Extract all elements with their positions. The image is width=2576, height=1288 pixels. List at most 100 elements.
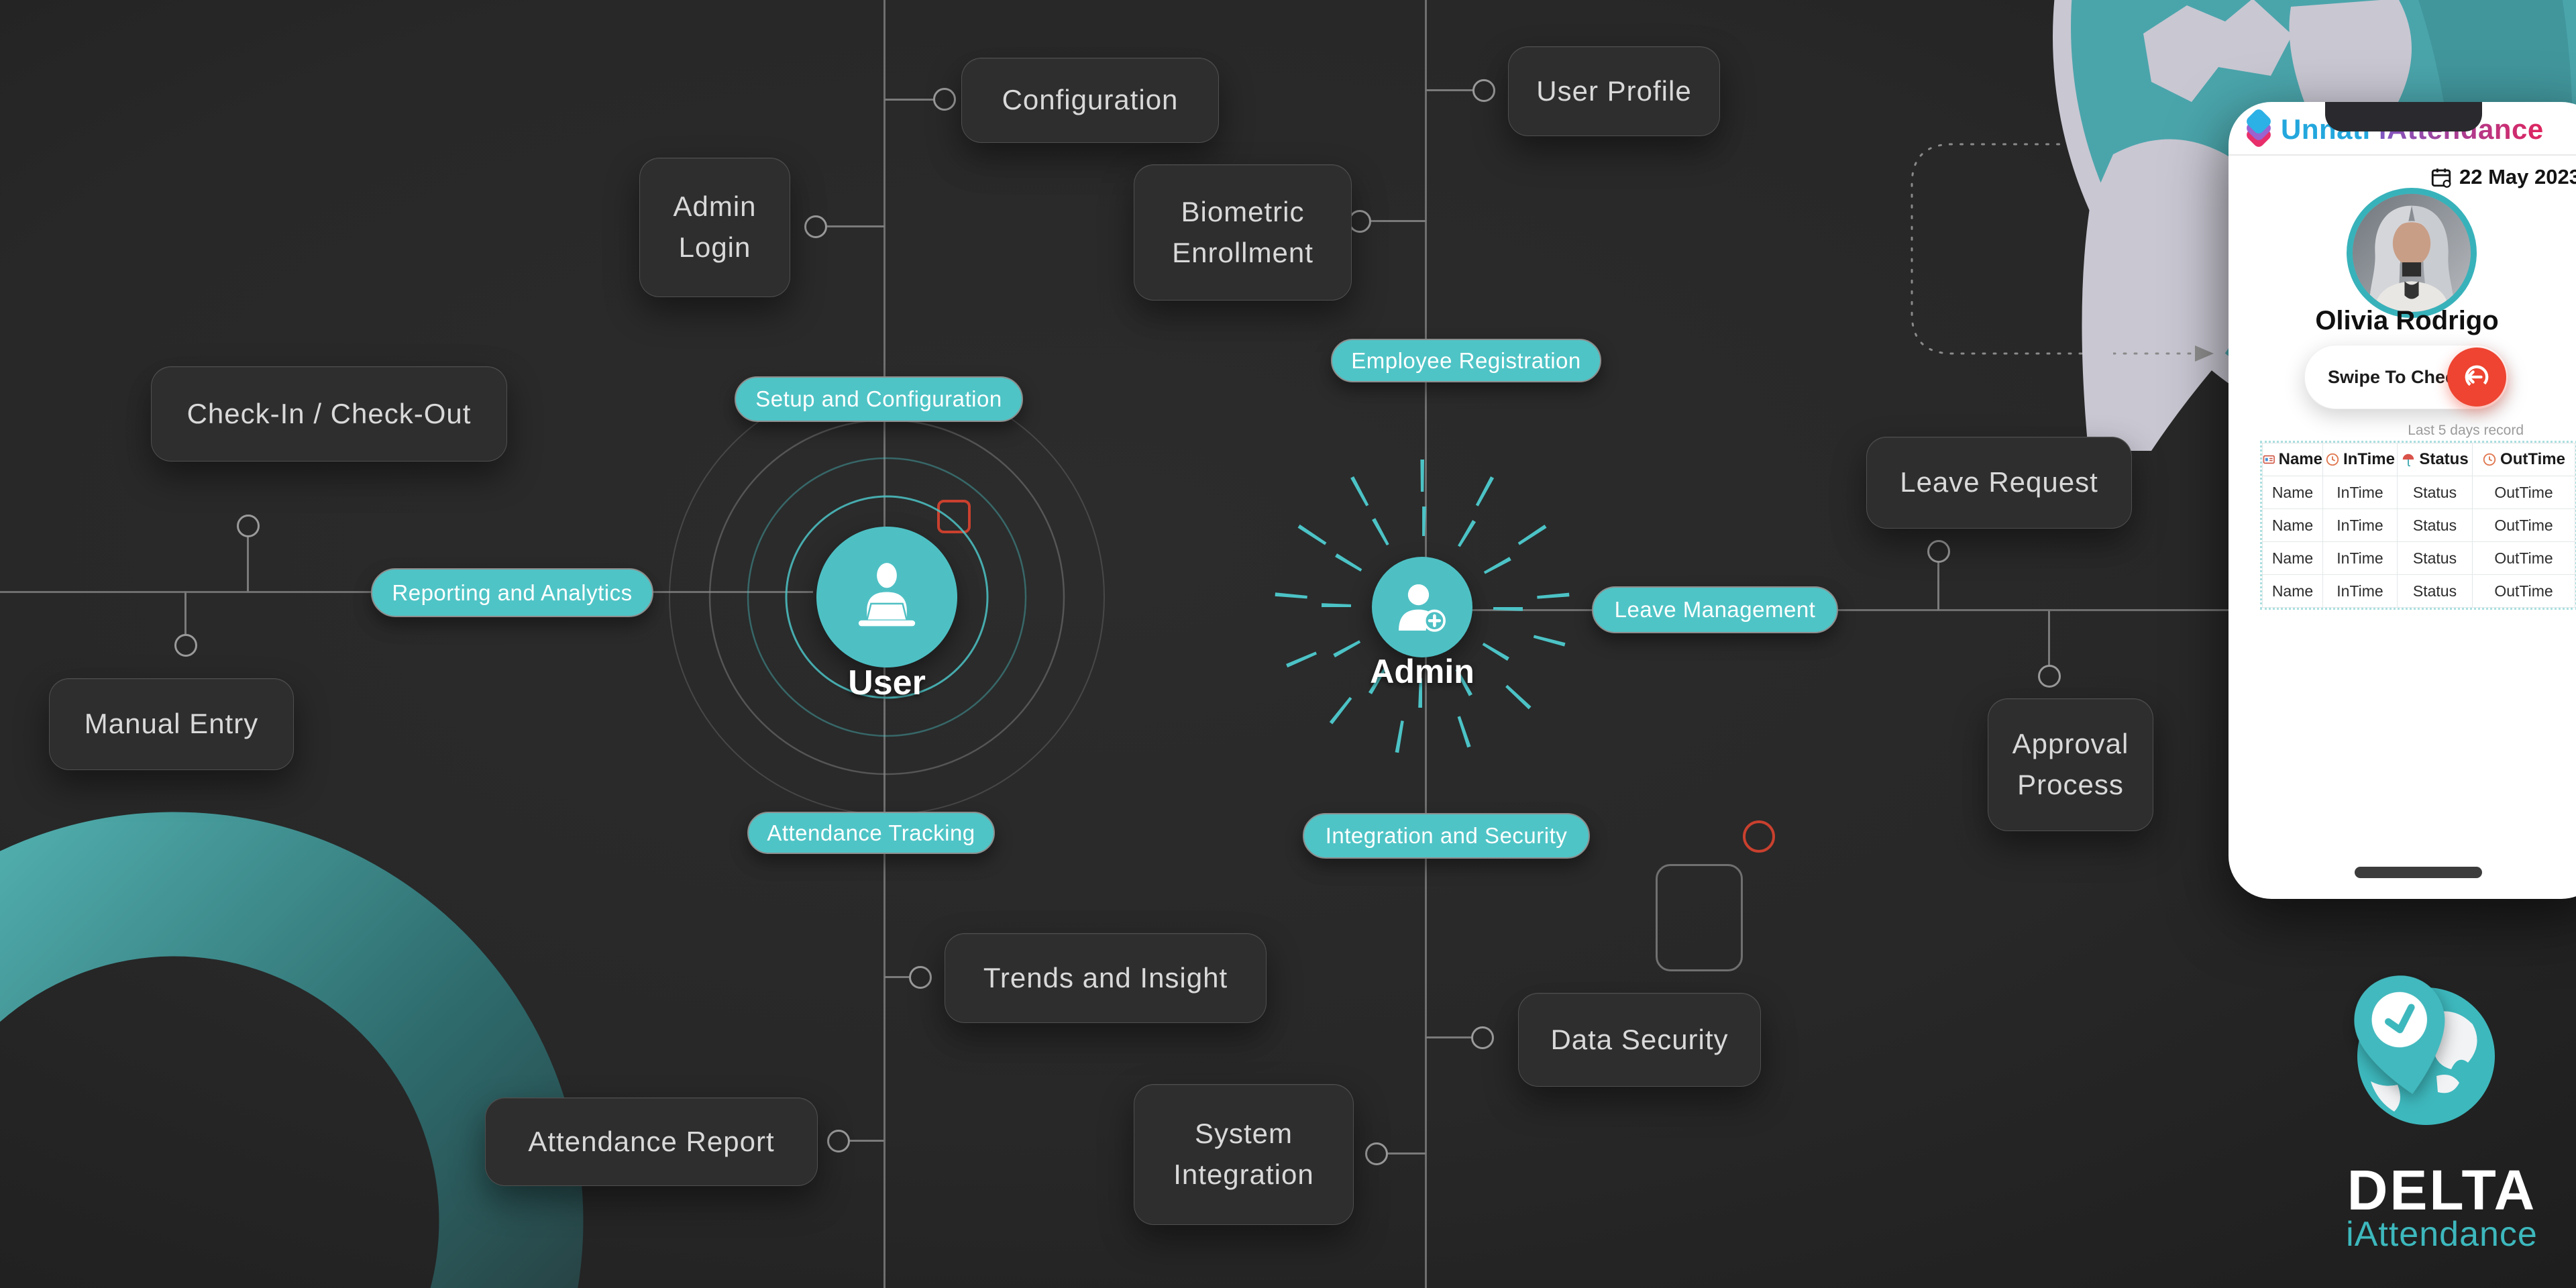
- header-divider: [2229, 154, 2576, 156]
- node-approval-process: Approval Process: [1988, 698, 2153, 831]
- home-indicator: [2355, 867, 2482, 878]
- clock-icon: [2483, 453, 2496, 466]
- node-label: Biometric Enrollment: [1172, 195, 1313, 268]
- swipe-checkout-control[interactable]: Swipe To Check Out: [2304, 345, 2508, 409]
- node-biometric-enrollment: Biometric Enrollment: [1134, 164, 1352, 301]
- node-admin-login: Admin Login: [639, 158, 790, 297]
- node-label: Manual Entry: [84, 708, 259, 740]
- checkout-arrow-button[interactable]: [2447, 347, 2506, 407]
- node-user-profile: User Profile: [1508, 46, 1720, 136]
- node-label: Trends and Insight: [983, 961, 1228, 994]
- admin-add-user-icon: [1399, 584, 1446, 632]
- connector-manual-entry: [184, 592, 186, 635]
- connector-approval: [2048, 610, 2050, 665]
- pill-setup-configuration: Setup and Configuration: [735, 376, 1023, 422]
- admin-sunburst-decoration: [1275, 460, 1570, 755]
- pill-label: Employee Registration: [1351, 347, 1581, 373]
- connector-dot-check-in: [237, 515, 260, 537]
- table-header-row: Name InTime Status OutTime: [2262, 443, 2575, 476]
- logo-subtitle: iAttendance: [2346, 1215, 2538, 1254]
- user-at-laptop-icon: [858, 563, 916, 627]
- admin-hub-label: Admin: [1370, 653, 1474, 690]
- calendar-icon: [2431, 168, 2451, 188]
- pill-label: Attendance Tracking: [767, 820, 975, 845]
- connector-system-integration: [1386, 1152, 1426, 1155]
- logout-arrow-icon: [2465, 365, 2489, 389]
- id-card-icon: [2263, 455, 2275, 464]
- profile-name: Olivia Rodrigo: [2315, 306, 2499, 335]
- node-label: Check-In / Check-Out: [186, 397, 472, 429]
- connector-dot-attendance-report: [827, 1130, 850, 1152]
- red-square-accent: [937, 500, 971, 533]
- pill-integration-security: Integration and Security: [1303, 813, 1590, 859]
- header-outtime: OutTime: [2472, 443, 2575, 476]
- node-label: System Integration: [1173, 1118, 1314, 1190]
- date-text: 22 May 2023: [2459, 165, 2576, 189]
- red-circle-accent: [1743, 820, 1775, 853]
- node-check-in-out: Check-In / Check-Out: [151, 366, 507, 462]
- user-hub: [816, 527, 957, 667]
- gray-square-accent: [1656, 864, 1743, 971]
- connector-dot-approval: [2038, 665, 2061, 688]
- teal-ring-decoration: [0, 812, 584, 1288]
- status-icon: [2403, 453, 2414, 467]
- unnati-logo-icon: [2243, 107, 2274, 150]
- logo-pin-clock-icon: [2342, 965, 2463, 1106]
- pill-label: Integration and Security: [1325, 823, 1568, 848]
- connector-dot-biometric: [1348, 210, 1371, 233]
- node-data-security: Data Security: [1518, 993, 1761, 1087]
- node-label: Attendance Report: [528, 1125, 775, 1157]
- connector-dot-trends: [909, 966, 932, 989]
- node-trends-insight: Trends and Insight: [945, 933, 1267, 1023]
- node-label: Leave Request: [1900, 466, 2098, 498]
- node-system-integration: System Integration: [1134, 1084, 1354, 1225]
- date-row: 22 May 2023: [2430, 165, 2576, 189]
- pill-employee-registration: Employee Registration: [1331, 339, 1601, 382]
- node-label: Admin Login: [673, 191, 757, 263]
- connector-leave-request: [1937, 562, 1939, 610]
- node-manual-entry: Manual Entry: [49, 678, 294, 770]
- node-label: Approval Process: [2012, 728, 2129, 800]
- dashed-guide-path: [1911, 143, 2282, 355]
- connector-dot-admin-login: [804, 215, 827, 238]
- connector-dot-system-integration: [1365, 1142, 1388, 1165]
- connector-dot-leave-request: [1927, 540, 1950, 563]
- node-label: User Profile: [1536, 74, 1692, 107]
- node-label: Data Security: [1550, 1023, 1729, 1055]
- avatar-portrait: [2353, 194, 2471, 312]
- pill-label: Setup and Configuration: [755, 386, 1002, 411]
- logo-title: DELTA: [2347, 1159, 2537, 1222]
- clock-icon: [2326, 453, 2339, 466]
- connector-data-security: [1426, 1036, 1472, 1038]
- connector-admin-login: [826, 225, 885, 227]
- connector-configuration: [884, 99, 935, 101]
- pill-leave-management: Leave Management: [1592, 586, 1838, 633]
- connector-attendance-report: [848, 1140, 884, 1142]
- delta-logo: DELTA iAttendance: [2308, 971, 2576, 1267]
- phone-notch: [2325, 102, 2482, 131]
- header-status: Status: [2397, 443, 2473, 476]
- connector-check-in: [247, 537, 249, 592]
- connector-dot-manual-entry: [174, 634, 197, 657]
- node-configuration: Configuration: [961, 58, 1219, 143]
- connector-user-profile: [1426, 89, 1475, 91]
- header-intime: InTime: [2322, 443, 2398, 476]
- connector-dot-user-profile: [1472, 79, 1495, 102]
- pill-reporting-analytics: Reporting and Analytics: [371, 568, 653, 617]
- profile-avatar: [2347, 188, 2477, 318]
- connector-biometric: [1370, 220, 1426, 222]
- record-note: Last 5 days record: [2408, 423, 2524, 438]
- user-hub-label: User: [848, 663, 926, 702]
- node-attendance-report: Attendance Report: [485, 1097, 818, 1186]
- dashed-arrow-icon: [2113, 345, 2214, 362]
- phone-mockup: Unnati iAttendance 22 May 2023: [2229, 102, 2576, 899]
- connector-dot-configuration: [933, 88, 956, 111]
- connector-dot-data-security: [1471, 1026, 1494, 1049]
- header-name: Name: [2262, 443, 2323, 476]
